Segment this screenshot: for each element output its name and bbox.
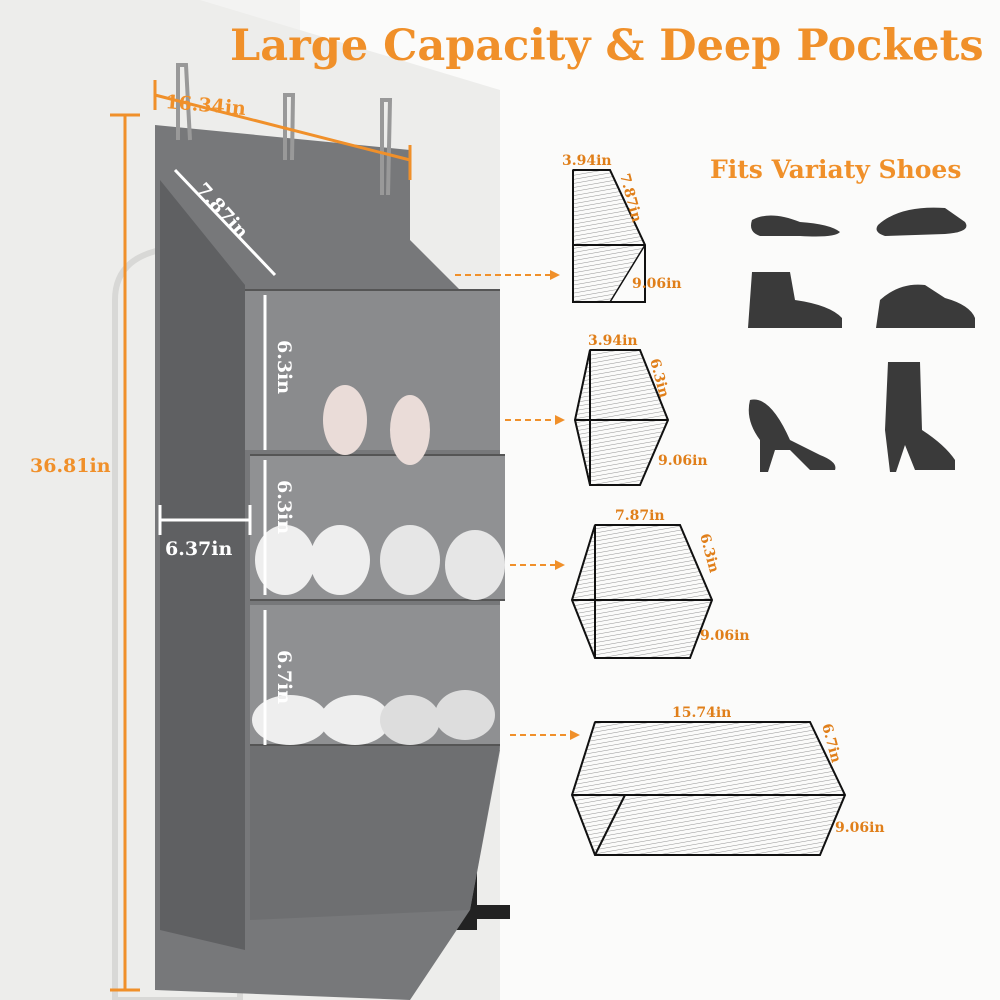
shoe-organizer [155, 63, 505, 1000]
pocket-box-2: 3.94in 6.3in 9.06in [573, 333, 708, 486]
pocket-box-1: 3.94in 7.87in 9.06in [562, 153, 682, 303]
row2-height-label: 6.3in [273, 340, 295, 394]
page-title: Large Capacity & Deep Pockets [230, 21, 984, 71]
pocket-arrows [455, 270, 580, 740]
side-pocket-width-label: 6.37in [165, 538, 232, 560]
high-heel-icon [748, 399, 836, 472]
boot-icon [748, 272, 842, 328]
pocket-box-3: 7.87in 6.3in 9.06in [570, 508, 750, 659]
row4-height-label: 6.7in [273, 650, 295, 704]
slide-sandal-icon [876, 207, 967, 236]
pockets-2-height-label: 6.3in [696, 532, 722, 575]
row3-height-label: 6.3in [273, 480, 295, 534]
subtitle: Fits Variaty Shoes [710, 155, 961, 184]
pockets-1-width-label: 3.94in [588, 333, 638, 349]
pockets-0-depth-label: 9.06in [632, 276, 682, 292]
pocket-box-4: 15.74in 6.7in 9.06in [570, 705, 885, 856]
tall-boot-icon [885, 362, 955, 472]
sneaker-icon [876, 284, 975, 328]
height-label: 36.81in [30, 455, 111, 477]
dimension-lines [110, 80, 412, 992]
flat-shoe-icon [751, 215, 840, 237]
pockets-3-depth-label: 9.06in [835, 820, 885, 836]
pockets-2-width-label: 7.87in [615, 508, 665, 524]
pockets-3-width-label: 15.74in [672, 705, 731, 721]
pockets-2-depth-label: 9.06in [700, 628, 750, 644]
pockets-1-depth-label: 9.06in [658, 453, 708, 469]
pockets-0-width-label: 3.94in [562, 153, 612, 169]
